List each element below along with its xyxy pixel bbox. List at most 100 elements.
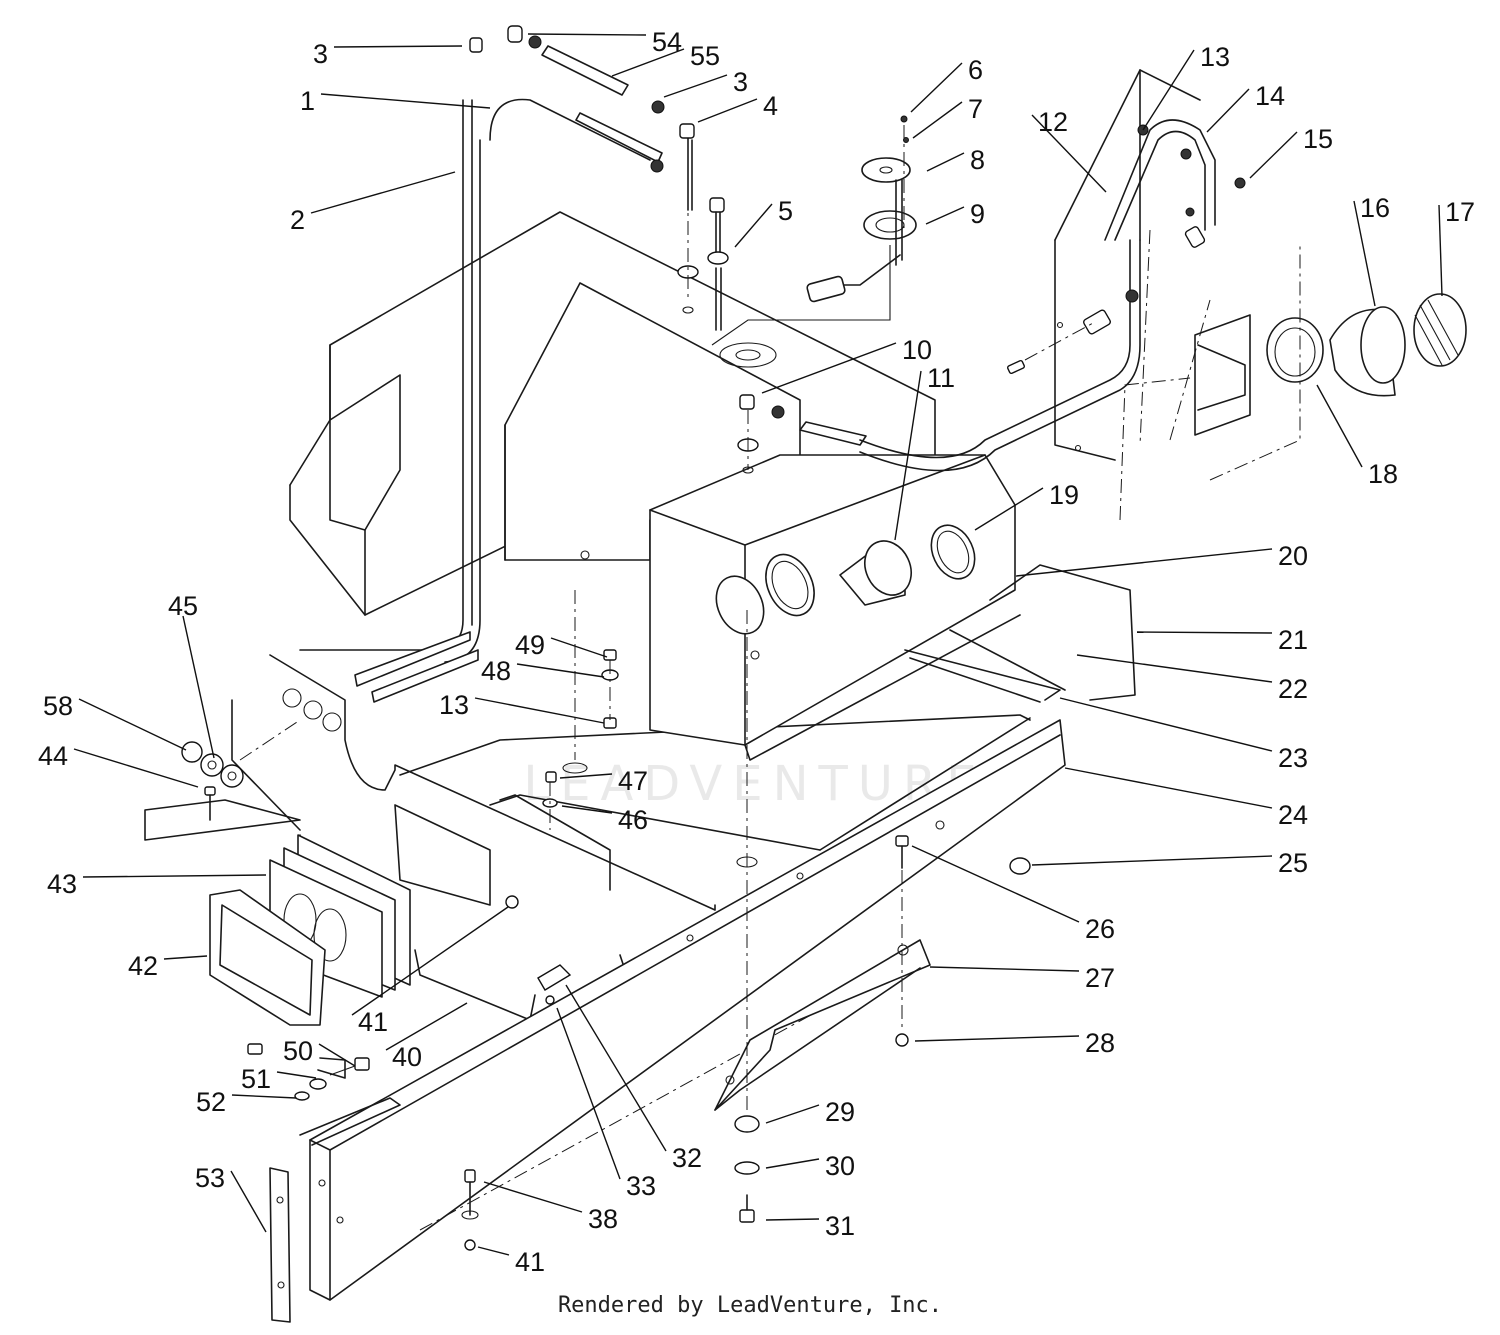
callout-number: 21 (1278, 625, 1308, 655)
callout-22: 22 (1076, 654, 1308, 704)
callout-leader (1076, 654, 1273, 683)
callout-11: 11 (894, 363, 955, 541)
callout-23: 23 (1059, 697, 1308, 773)
callout-number: 47 (618, 766, 648, 796)
callout-45: 45 (168, 591, 215, 759)
callout-number: 19 (1049, 480, 1079, 510)
callout-leader (310, 171, 456, 214)
filler-neck-assembly (715, 524, 976, 635)
callout-41: 41 (351, 906, 509, 1037)
callout-number: 6 (968, 55, 983, 85)
callout-leader (911, 845, 1080, 923)
callout-leader (1136, 631, 1273, 634)
tank-top-hoses (469, 25, 777, 368)
callout-31: 31 (765, 1211, 855, 1241)
callout-number: 41 (358, 1007, 388, 1037)
callout-16: 16 (1353, 193, 1390, 307)
callout-number: 3 (313, 39, 328, 69)
callout-number: 10 (902, 335, 932, 365)
callout-43: 43 (47, 869, 267, 899)
callout-leader (1031, 855, 1273, 866)
callout-number: 33 (626, 1171, 656, 1201)
tank-fitting-hose (737, 239, 1141, 474)
callout-5: 5 (734, 196, 793, 248)
callout-12: 12 (1031, 107, 1107, 193)
lower-right-hardware (734, 610, 1031, 1223)
callout-4: 4 (697, 91, 778, 123)
callout-51: 51 (241, 1064, 317, 1094)
callout-number: 54 (652, 27, 682, 57)
callout-32: 32 (565, 984, 702, 1173)
callout-55: 55 (611, 41, 720, 77)
callout-number: 9 (970, 199, 985, 229)
callout-29: 29 (765, 1097, 855, 1127)
callout-19: 19 (974, 480, 1079, 531)
callout-leader (320, 93, 491, 109)
callout-number: 22 (1278, 674, 1308, 704)
callout-leader (276, 1071, 317, 1079)
callout-leader (559, 773, 613, 779)
callout-number: 51 (241, 1064, 271, 1094)
callout-leader (765, 1158, 820, 1169)
callout-40: 40 (385, 1002, 468, 1072)
callout-leader (1031, 114, 1107, 193)
callout-leader (663, 74, 728, 98)
callout-leader (1206, 88, 1250, 133)
callout-number: 32 (672, 1143, 702, 1173)
callout-leader (73, 748, 199, 788)
fuel-sender (711, 115, 917, 346)
callout-number: 55 (690, 41, 720, 71)
callout-number: 43 (47, 869, 77, 899)
callout-10: 10 (761, 335, 932, 394)
callout-leader (1316, 384, 1363, 468)
callout-leader (734, 203, 773, 248)
callout-15: 15 (1249, 124, 1333, 179)
callout-48: 48 (481, 656, 605, 686)
callout-leader (550, 637, 608, 658)
callout-number: 2 (290, 205, 305, 235)
credit-text: Rendered by LeadVenture, Inc. (557, 1293, 943, 1318)
callout-number: 46 (618, 805, 648, 835)
callout-leader (611, 48, 685, 77)
callout-leader (82, 874, 267, 878)
callout-number: 18 (1368, 459, 1398, 489)
callout-number: 52 (196, 1087, 226, 1117)
callout-leader (318, 1043, 356, 1067)
callout-number: 23 (1278, 743, 1308, 773)
callout-number: 13 (1200, 42, 1230, 72)
callout-leader (561, 805, 613, 814)
callout-number: 1 (300, 86, 315, 116)
callout-leader (926, 152, 965, 172)
callout-number: 53 (195, 1163, 225, 1193)
callout-number: 16 (1360, 193, 1390, 223)
callout-53: 53 (195, 1163, 267, 1233)
callout-leader (1142, 49, 1195, 131)
callout-leader (483, 1181, 583, 1213)
callout-42: 42 (128, 951, 208, 981)
screw-spring-hardware (247, 1043, 370, 1101)
callout-leader (474, 697, 605, 724)
callout-leader (929, 966, 1080, 972)
access-cover-gaskets (209, 834, 411, 1026)
callout-number: 25 (1278, 848, 1308, 878)
callout-number: 7 (968, 94, 983, 124)
left-hardware (181, 719, 301, 821)
callout-number: 42 (128, 951, 158, 981)
callout-number: 26 (1085, 914, 1115, 944)
callout-46: 46 (561, 805, 648, 835)
callout-leader (333, 45, 463, 48)
callout-number: 4 (763, 91, 778, 121)
callout-number: 30 (825, 1151, 855, 1181)
callout-14: 14 (1206, 81, 1285, 133)
callout-number: 29 (825, 1097, 855, 1127)
callout-28: 28 (914, 1028, 1115, 1058)
callout-leader (914, 1035, 1080, 1042)
callout-number: 13 (439, 690, 469, 720)
callout-2: 2 (290, 171, 456, 235)
bottom-hardware (269, 1167, 479, 1323)
callout-leader (1015, 548, 1273, 577)
callout-13: 13 (439, 690, 605, 724)
callout-leader (894, 370, 922, 541)
callout-leader (163, 955, 208, 960)
